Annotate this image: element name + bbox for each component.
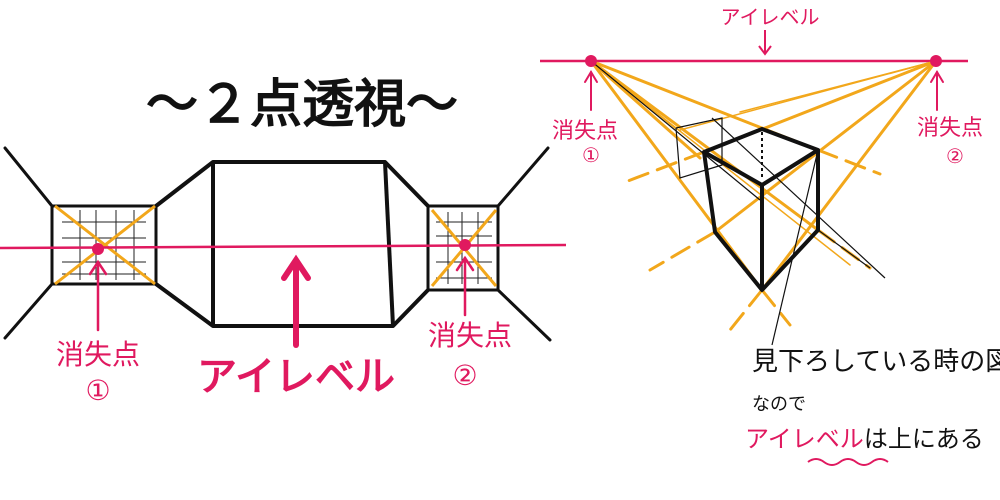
right-vp1-number: ① [582, 143, 600, 167]
note-niaru: にある [912, 425, 984, 453]
right-vp1-dot [585, 55, 597, 67]
right-vp2-label: 消失点 [917, 116, 983, 141]
note-squiggle [807, 458, 889, 466]
left-panel [0, 146, 567, 348]
center-shape [154, 160, 430, 328]
left-pink-arrows [88, 255, 475, 332]
left-vp2-number: ② [452, 359, 477, 392]
right-eye-level-arrow [758, 30, 772, 56]
right-vp-arrows [584, 70, 944, 111]
right-box-construction [426, 146, 552, 342]
left-vp1-number: ① [85, 374, 110, 407]
right-thin-guides [590, 60, 886, 346]
right-vp1-label: 消失点 [552, 119, 618, 144]
left-eye-level-label: アイレベル [197, 354, 395, 400]
left-orange-lines [54, 204, 156, 286]
title: 〜２点透視〜 [146, 75, 458, 135]
right-panel [540, 30, 968, 466]
left-eye-level-line [0, 243, 567, 250]
left-vp2-dot [459, 239, 471, 251]
left-vp1-label: 消失点 [56, 338, 140, 371]
left-vp2-label: 消失点 [428, 319, 512, 352]
note-line-2: なので [752, 394, 806, 415]
right-eye-level-label: アイレベル [721, 5, 820, 29]
note-line-3: アイレベルは上にある [745, 425, 984, 453]
note-line-1: 見下ろしている時の図 [752, 347, 1000, 377]
right-orange-rays-vp2 [679, 59, 938, 292]
note-wa: は [864, 425, 888, 453]
note-ue: 上 [888, 425, 912, 453]
right-box [702, 127, 820, 292]
left-box-construction [3, 146, 158, 340]
left-vp1-dot [92, 243, 104, 255]
right-vp2-number: ② [946, 144, 964, 168]
note-eye-level-word: アイレベル [745, 425, 864, 453]
right-vp2-dot [930, 55, 942, 67]
eye-level-big-arrow [281, 254, 311, 348]
